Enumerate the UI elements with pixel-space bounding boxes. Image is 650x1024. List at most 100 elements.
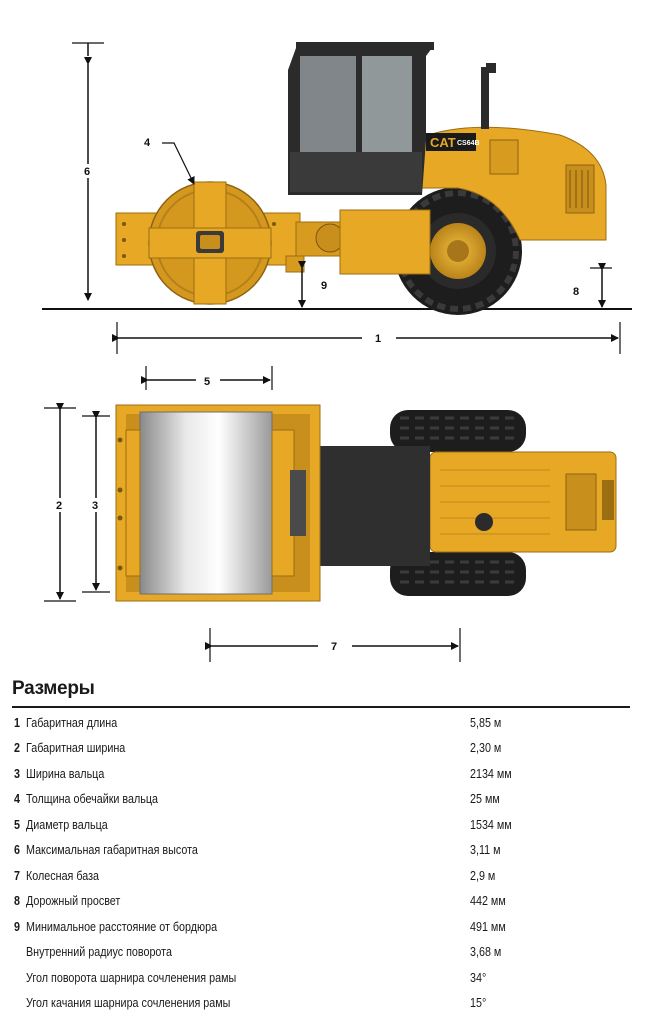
model-badge: CS64B	[457, 140, 480, 147]
spec-label-text: Максимальная габаритная высота	[26, 843, 198, 858]
spec-value: 15°	[470, 991, 630, 1017]
spec-number: 3	[14, 761, 26, 787]
dim-label-9: 9	[321, 280, 327, 292]
dim-label-2: 2	[56, 500, 62, 512]
spec-value-text: 2,9 м	[470, 868, 496, 883]
dimensions-table: 1 Габаритная длина 5,85 м 2 Габаритная ширин…	[14, 710, 630, 1016]
spec-label: Максимальная габаритная высота	[26, 838, 470, 864]
spec-value: 491 мм	[470, 914, 630, 940]
dimension-diagram: CAT CS64B	[42, 42, 632, 662]
spec-value: 442 мм	[470, 889, 630, 915]
dim-label-5: 5	[204, 376, 210, 388]
spec-value-text: 1534 мм	[470, 817, 512, 832]
spec-label: Колесная база	[26, 863, 470, 889]
spec-number-text: 7	[14, 868, 20, 883]
spec-label: Габаритная ширина	[26, 736, 470, 762]
spec-value: 2,30 м	[470, 736, 630, 762]
spec-value-text: 25 мм	[470, 792, 500, 807]
spec-label: Минимальное расстояние от бордюра	[26, 914, 470, 940]
spec-number: 5	[14, 812, 26, 838]
spec-row: 4 Толщина обечайки вальца 25 мм	[14, 787, 630, 813]
spec-value: 3,68 м	[470, 940, 630, 966]
spec-value-text: 2,30 м	[470, 741, 502, 756]
dim-label-7: 7	[331, 641, 337, 653]
spec-label-text: Внутренний радиус поворота	[26, 945, 172, 960]
spec-number: 6	[14, 838, 26, 864]
spec-number	[14, 965, 26, 991]
spec-label-text: Угол качания шарнира сочленения рамы	[26, 996, 231, 1011]
section-title: Размеры	[12, 678, 95, 699]
spec-number: 4	[14, 787, 26, 813]
spec-label-text: Ширина вальца	[26, 766, 105, 781]
spec-label: Толщина обечайки вальца	[26, 787, 470, 813]
spec-row: 5 Диаметр вальца 1534 мм	[14, 812, 630, 838]
spec-row: Угол поворота шарнира сочленения рамы 34°	[14, 965, 630, 991]
cab-roof-top	[302, 446, 430, 566]
spec-number-text: 6	[14, 843, 20, 858]
spec-label: Угол поворота шарнира сочленения рамы	[26, 965, 470, 991]
spec-value: 25 мм	[470, 787, 630, 813]
spec-label-text: Диаметр вальца	[26, 817, 108, 832]
dim-label-4: 4	[144, 137, 151, 149]
spec-value-text: 491 мм	[470, 919, 506, 934]
rear-tire	[394, 187, 522, 315]
spec-label: Внутренний радиус поворота	[26, 940, 470, 966]
spec-value: 2134 мм	[470, 761, 630, 787]
spec-number	[14, 991, 26, 1017]
spec-number: 1	[14, 710, 26, 736]
spec-label: Диаметр вальца	[26, 812, 470, 838]
spec-value-text: 3,68 м	[470, 945, 502, 960]
spec-value: 2,9 м	[470, 863, 630, 889]
spec-label-text: Толщина обечайки вальца	[26, 792, 158, 807]
spec-number-text: 3	[14, 766, 20, 781]
spec-row: 8 Дорожный просвет 442 мм	[14, 889, 630, 915]
spec-number-text: 9	[14, 919, 20, 934]
spec-row: Внутренний радиус поворота 3,68 м	[14, 940, 630, 966]
dim-4-leader	[162, 142, 195, 185]
section-divider	[12, 706, 630, 708]
spec-row: Угол качания шарнира сочленения рамы 15°	[14, 991, 630, 1017]
spec-value-text: 5,85 м	[470, 715, 502, 730]
spec-label-text: Габаритная длина	[26, 715, 118, 730]
spec-number-text: 5	[14, 817, 20, 832]
spec-row: 2 Габаритная ширина 2,30 м	[14, 736, 630, 762]
spec-value-text: 34°	[470, 970, 487, 985]
cat-logo: CAT	[430, 135, 456, 150]
spec-value-text: 15°	[470, 996, 487, 1011]
spec-value: 34°	[470, 965, 630, 991]
spec-number-text: 4	[14, 792, 20, 807]
operator-cab	[288, 42, 434, 195]
spec-label: Габаритная длина	[26, 710, 470, 736]
dim-label-1: 1	[375, 333, 381, 345]
spec-value-text: 442 мм	[470, 894, 506, 909]
spec-number: 7	[14, 863, 26, 889]
spec-label-text: Габаритная ширина	[26, 741, 126, 756]
spec-row: 1 Габаритная длина 5,85 м	[14, 710, 630, 736]
spec-value: 1534 мм	[470, 812, 630, 838]
spec-label-text: Угол поворота шарнира сочленения рамы	[26, 970, 237, 985]
front-drum-side	[148, 181, 272, 305]
engine-hood: CAT CS64B	[419, 63, 607, 241]
top-view: 5 2 3 7	[44, 366, 617, 662]
spec-number-text: 8	[14, 894, 20, 909]
spec-number: 8	[14, 889, 26, 915]
spec-number-text: 2	[14, 741, 20, 756]
dim-label-6: 6	[84, 166, 90, 178]
spec-value-text: 2134 мм	[470, 766, 512, 781]
spec-label: Угол качания шарнира сочленения рамы	[26, 991, 470, 1017]
side-view: CAT CS64B	[42, 42, 632, 354]
dim-label-8: 8	[573, 286, 579, 298]
spec-number: 9	[14, 914, 26, 940]
spec-row: 3 Ширина вальца 2134 мм	[14, 761, 630, 787]
spec-number: 2	[14, 736, 26, 762]
spec-label: Ширина вальца	[26, 761, 470, 787]
front-frame-top	[115, 404, 321, 602]
engine-body-top	[429, 451, 617, 553]
spec-number	[14, 940, 26, 966]
spec-label: Дорожный просвет	[26, 889, 470, 915]
spec-label-text: Дорожный просвет	[26, 894, 121, 909]
spec-number-text: 1	[14, 715, 20, 730]
spec-value: 3,11 м	[470, 838, 630, 864]
